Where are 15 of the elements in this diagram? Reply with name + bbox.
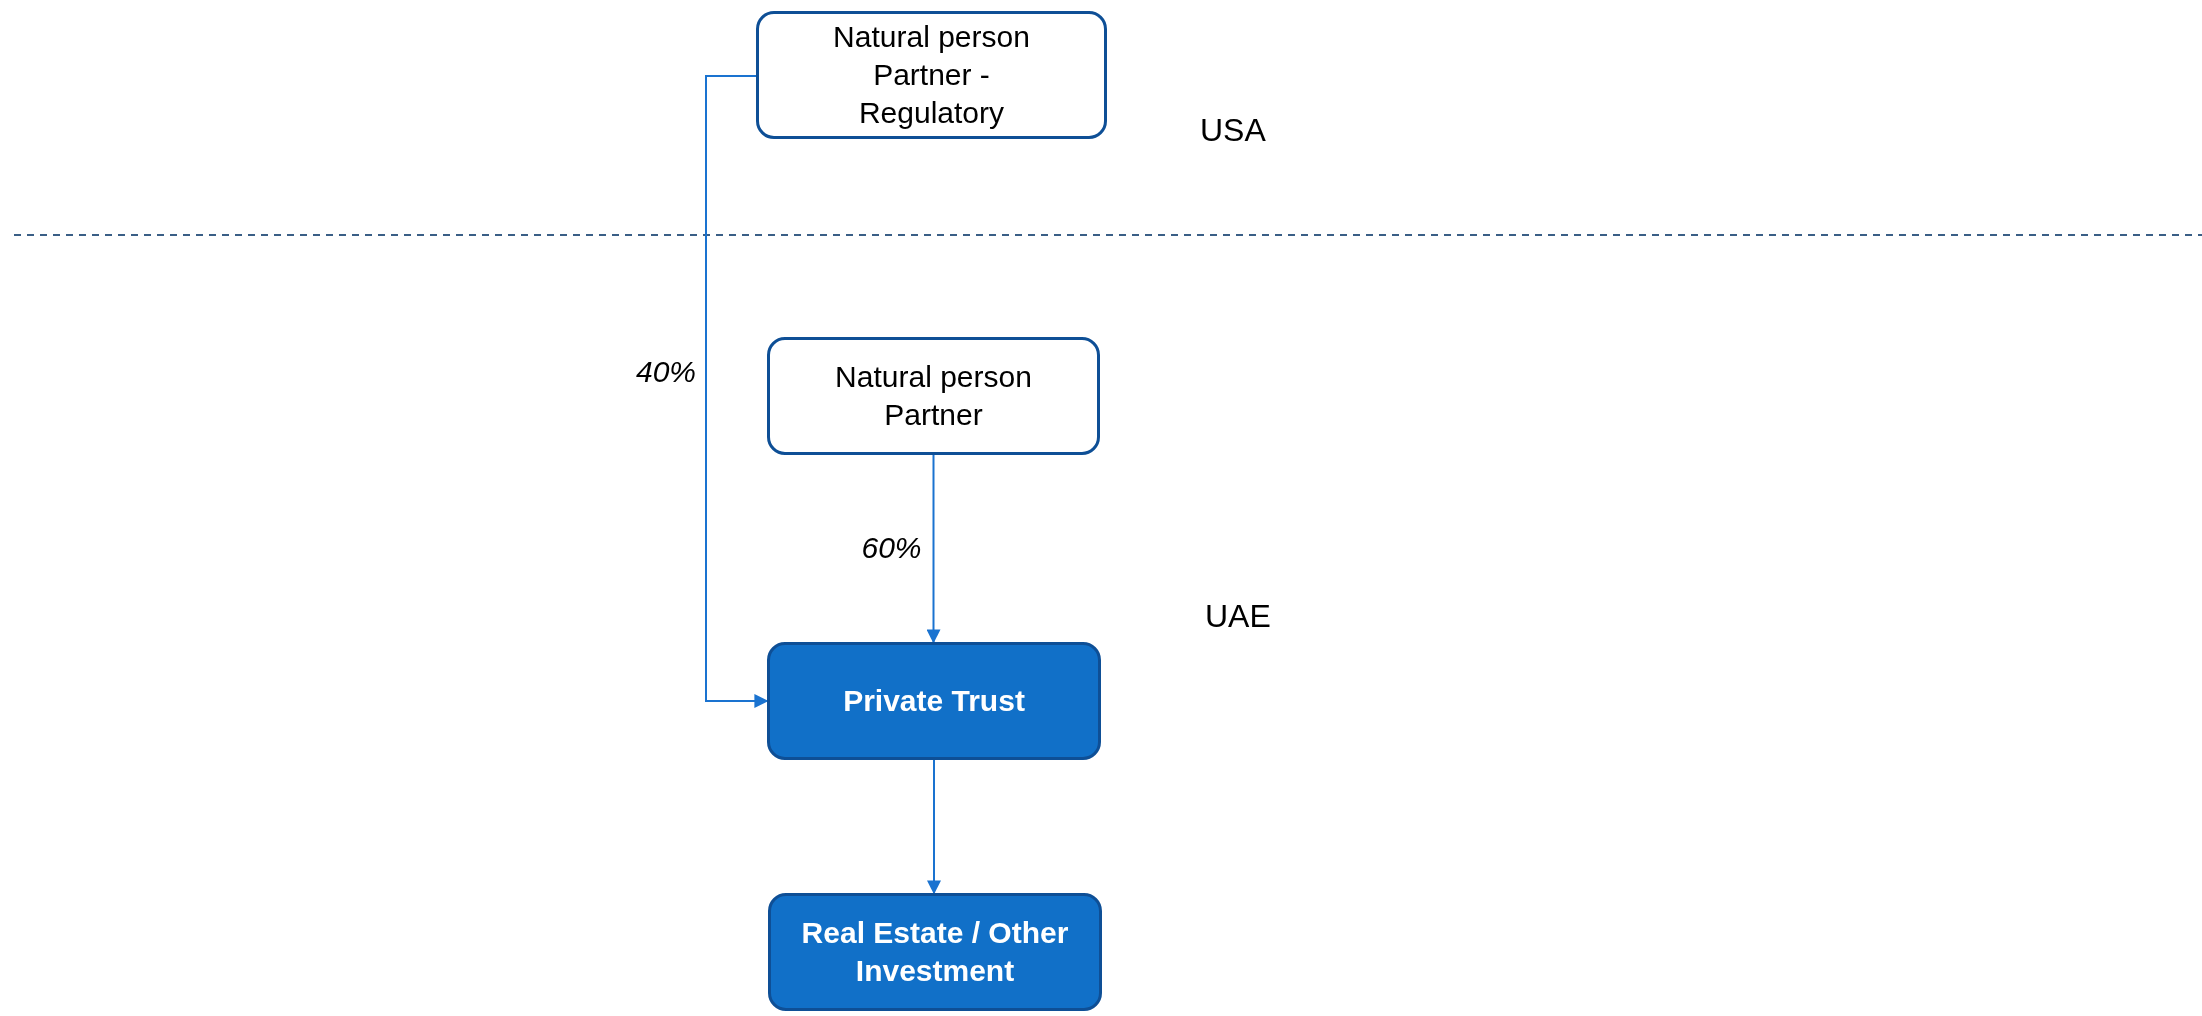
node-text: Natural person Partner - Regulatory bbox=[832, 19, 1031, 131]
entity-box bbox=[767, 337, 1100, 455]
arrow bbox=[926, 454, 941, 644]
trust-box bbox=[768, 893, 1102, 1011]
arrow bbox=[927, 759, 941, 895]
entity-box bbox=[756, 11, 1107, 139]
arrow bbox=[705, 75, 769, 708]
node-text: Real Estate / Other Investment bbox=[800, 915, 1070, 989]
edge-label: 60% bbox=[861, 530, 922, 565]
edge-label: 40% bbox=[636, 355, 697, 389]
trust-box bbox=[767, 642, 1101, 760]
node-text: Natural person Partner bbox=[834, 359, 1033, 433]
region-label: UAE bbox=[1205, 598, 1271, 635]
node-text: Private Trust bbox=[843, 683, 1025, 719]
region-label: USA bbox=[1200, 112, 1266, 149]
